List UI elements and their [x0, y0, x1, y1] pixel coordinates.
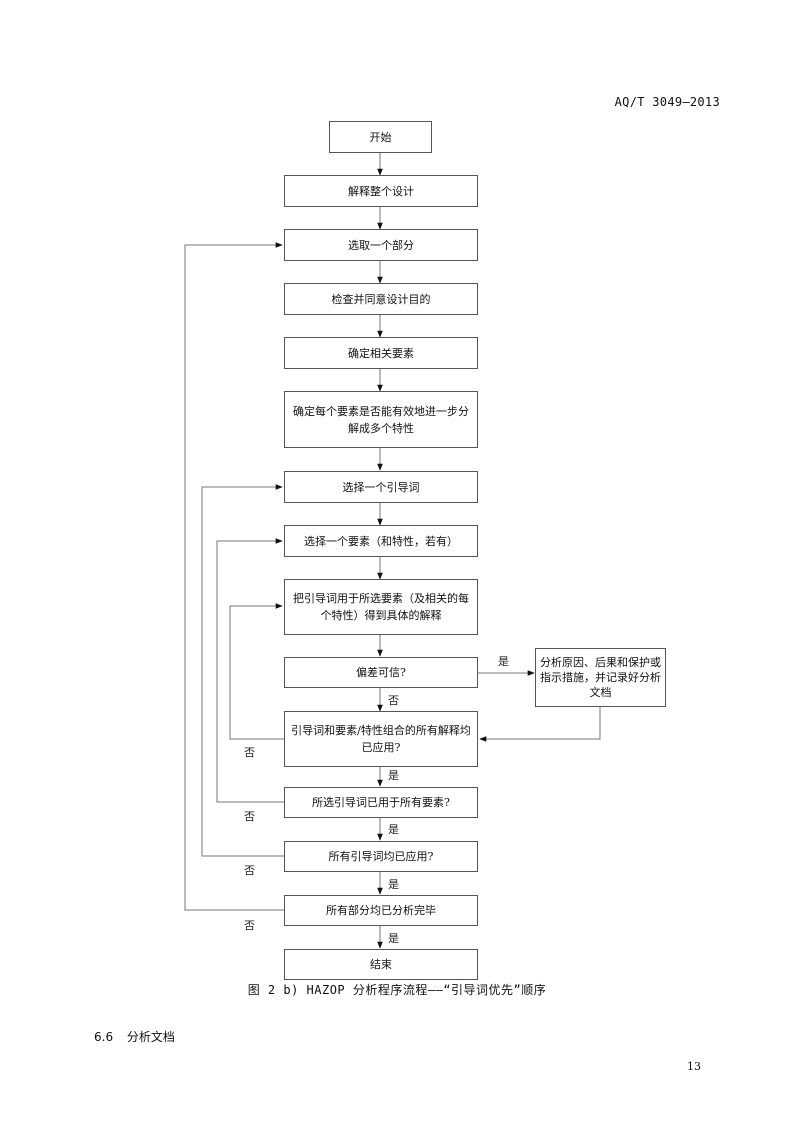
- step-start: 开始: [329, 121, 432, 153]
- label-yes-elements: 是: [388, 823, 399, 836]
- step-check-design-intent: 检查并同意设计目的: [284, 283, 478, 315]
- decision-deviation-credible: 偏差可信?: [284, 657, 478, 688]
- step-select-guideword: 选择一个引导词: [284, 471, 478, 503]
- label-no-deviation: 否: [388, 694, 399, 707]
- loop-interpretations-no: [229, 603, 284, 740]
- step-interpret-design: 解释整个设计: [284, 175, 478, 207]
- label-yes-deviation: 是: [498, 655, 509, 668]
- loop-elements-no: [216, 538, 284, 803]
- loop-guidewords-no: [201, 484, 284, 857]
- label-yes-interpretations: 是: [388, 769, 399, 782]
- decision-all-parts-analyzed: 所有部分均已分析完毕: [284, 895, 478, 926]
- step-identify-elements: 确定相关要素: [284, 337, 478, 369]
- label-no-elements: 否: [244, 810, 255, 823]
- decision-all-interpretations-applied: 引导词和要素/特性组合的所有解释均已应用?: [284, 711, 478, 767]
- figure-caption: 图 2 b) HAZOP 分析程序流程——“引导词优先”顺序: [247, 983, 547, 997]
- label-no-interpretations: 否: [244, 746, 255, 759]
- decision-all-guidewords-applied: 所有引导词均已应用?: [284, 841, 478, 872]
- section-number: 6.6: [94, 1030, 114, 1044]
- step-select-part: 选取一个部分: [284, 229, 478, 261]
- step-select-element: 选择一个要素（和特性，若有）: [284, 525, 478, 557]
- loop-parts-no: [184, 242, 284, 911]
- decision-guideword-all-elements: 所选引导词已用于所有要素?: [284, 787, 478, 818]
- step-apply-guideword: 把引导词用于所选要素（及相关的每个特性）得到具体的解释: [284, 579, 478, 635]
- section-heading: 6.6 分析文档: [94, 1028, 175, 1045]
- step-decompose-elements: 确定每个要素是否能有效地进一步分解成多个特性: [284, 391, 478, 448]
- label-yes-guidewords: 是: [388, 878, 399, 891]
- label-no-guidewords: 否: [244, 864, 255, 877]
- step-end: 结束: [284, 949, 478, 980]
- arrow-side-return: [479, 707, 601, 742]
- label-yes-parts: 是: [388, 932, 399, 945]
- section-title: 分析文档: [126, 1030, 175, 1044]
- standard-code: AQ/T 3049—2013: [614, 95, 720, 109]
- label-no-parts: 否: [244, 919, 255, 932]
- page-number: 13: [687, 1060, 701, 1073]
- step-document-analysis: 分析原因、后果和保护或指示措施，并记录好分析文档: [535, 648, 666, 707]
